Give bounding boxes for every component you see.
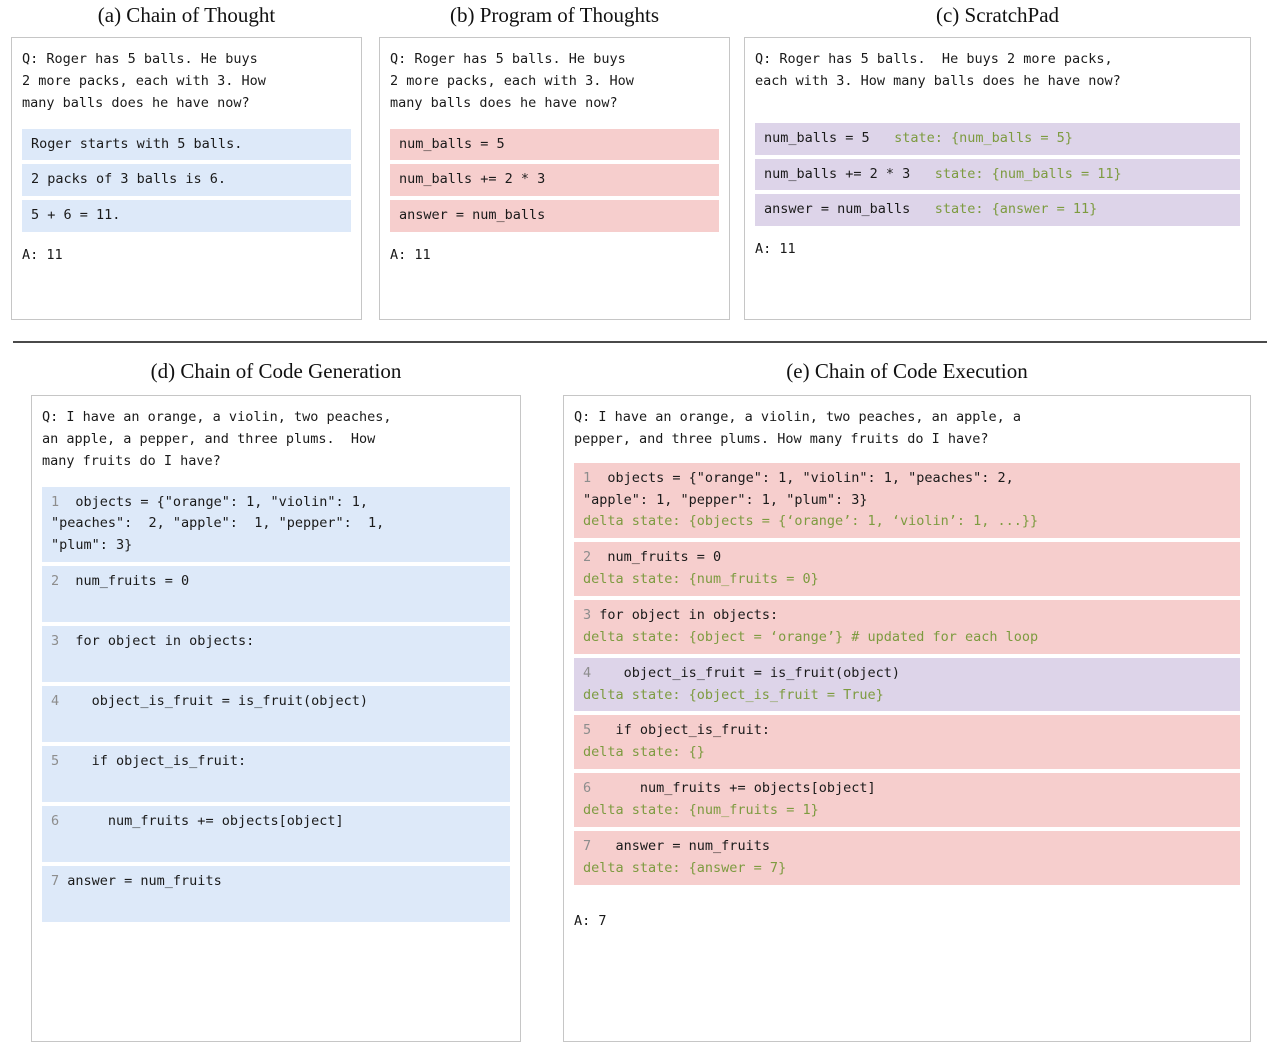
panel-a-answer: A: 11 [22, 247, 63, 264]
panel-b-answer: A: 11 [390, 247, 431, 264]
panel-e-code: 1 objects = {"orange": 1, "violin": 1, "… [574, 462, 1240, 885]
panel-c-title: (c) ScratchPad [935, 3, 1060, 27]
state-text: delta state: {objects = {‘orange’: 1, ‘v… [583, 513, 1039, 530]
state-text: delta state: {} [583, 744, 705, 761]
state-text: state: {answer = 11} [934, 201, 1098, 218]
panel-c-answer: A: 11 [755, 241, 796, 258]
code-text: objects = {"orange": 1, "violin": 1, "pe… [51, 493, 385, 554]
code-text: if object_is_fruit: [59, 753, 247, 770]
panel-c-question: Q: Roger has 5 balls. He buys 2 more pac… [755, 51, 1121, 89]
code-text: num_fruits += objects[object] [59, 813, 344, 830]
panel-c-steps: num_balls = 5 state: {num_balls = 5} num… [755, 122, 1240, 227]
panel-d-title: (d) Chain of Code Generation [150, 359, 402, 383]
line-number: 7 [583, 837, 592, 854]
code-text: answer = num_balls [764, 201, 911, 218]
line-number: 4 [51, 693, 60, 710]
line-number: 5 [583, 722, 592, 739]
state-text: delta state: {answer = 7} [583, 859, 787, 876]
code-line: 2 num_fruits = 0 [42, 566, 510, 623]
code-text: if object_is_fruit: [591, 722, 770, 739]
panel-d-code: 1 objects = {"orange": 1, "violin": 1, "… [42, 486, 510, 923]
panel-chain-of-code-execution: Q: I have an orange, a violin, two peach… [563, 395, 1251, 1042]
code-step: num_balls += 2 * 3 [390, 164, 719, 197]
line-number: 2 [583, 549, 592, 566]
code-line: 1 objects = {"orange": 1, "violin": 1, "… [574, 462, 1240, 539]
panel-e-answer: A: 7 [574, 912, 607, 929]
reasoning-step: Roger starts with 5 balls. [22, 128, 351, 161]
code-text: object_is_fruit = is_fruit(object) [591, 664, 900, 681]
state-text: delta state: {object = ‘orange’} # updat… [583, 628, 1039, 645]
reasoning-step: 5 + 6 = 11. [22, 200, 351, 233]
panel-chain-of-code-generation: Q: I have an orange, a violin, two peach… [31, 395, 521, 1042]
line-number: 7 [51, 873, 60, 890]
panel-b-steps: num_balls = 5 num_balls += 2 * 3 answer … [390, 128, 719, 233]
code-text: num_balls += 2 * 3 [764, 165, 911, 182]
state-text: delta state: {object_is_fruit = True} [583, 686, 884, 703]
panel-a-question: Q: Roger has 5 balls. He buys 2 more pac… [22, 51, 266, 111]
code-step: num_balls = 5 [390, 128, 719, 161]
scratchpad-step: answer = num_balls state: {answer = 11} [755, 194, 1240, 227]
code-line: 1 objects = {"orange": 1, "violin": 1, "… [42, 486, 510, 563]
code-text: num_fruits += objects[object] [591, 780, 876, 797]
code-line: 2 num_fruits = 0 delta state: {num_fruits… [574, 542, 1240, 597]
panel-d-question: Q: I have an orange, a violin, two peach… [42, 409, 392, 469]
code-line: 4 object_is_fruit = is_fruit(object) [42, 686, 510, 743]
code-line: 3 for object in objects: delta state: {ob… [574, 600, 1240, 654]
panel-e-question: Q: I have an orange, a violin, two peach… [574, 409, 1022, 447]
line-number: 3 [51, 633, 60, 650]
code-text: object_is_fruit = is_fruit(object) [59, 693, 368, 710]
line-number: 2 [51, 573, 60, 590]
panel-program-of-thoughts: Q: Roger has 5 balls. He buys 2 more pac… [379, 37, 730, 320]
code-line: 6 num_fruits += objects[object] delta sta… [574, 773, 1240, 827]
panel-b-question: Q: Roger has 5 balls. He buys 2 more pac… [390, 51, 634, 111]
panel-a-steps: Roger starts with 5 balls. 2 packs of 3 … [22, 128, 351, 233]
line-number: 1 [51, 493, 60, 510]
code-step: answer = num_balls [390, 200, 719, 233]
code-text: num_fruits = 0 [591, 549, 722, 566]
scratchpad-step: num_balls += 2 * 3 state: {num_balls = 1… [755, 158, 1240, 191]
code-line: 7 answer = num_fruits [42, 866, 510, 923]
code-line: 6 num_fruits += objects[object] [42, 806, 510, 863]
code-text: objects = {"orange": 1, "violin": 1, "pe… [583, 469, 1014, 508]
state-text: delta state: {num_fruits = 0} [583, 571, 819, 588]
code-line: 5 if object_is_fruit: [42, 746, 510, 803]
code-text: answer = num_fruits [59, 873, 222, 890]
scratchpad-step: num_balls = 5 state: {num_balls = 5} [755, 122, 1240, 155]
state-text: delta state: {num_fruits = 1} [583, 802, 819, 819]
line-number: 5 [51, 753, 60, 770]
state-text: state: {num_balls = 11} [934, 165, 1122, 182]
code-line: 3 for object in objects: [42, 626, 510, 683]
panel-b-title: (b) Program of Thoughts [449, 3, 659, 27]
panel-a-title: (a) Chain of Thought [97, 3, 276, 27]
line-number: 4 [583, 664, 592, 681]
state-text: state: {num_balls = 5} [894, 129, 1073, 146]
line-number: 6 [583, 780, 592, 797]
panel-chain-of-thought: Q: Roger has 5 balls. He buys 2 more pac… [11, 37, 362, 320]
code-text: for object in objects: [591, 607, 779, 624]
section-divider [13, 341, 1267, 343]
code-text: num_balls = 5 [764, 129, 870, 146]
line-number: 6 [51, 813, 60, 830]
code-line: 4 object_is_fruit = is_fruit(object)delt… [574, 657, 1240, 712]
code-text: for object in objects: [59, 633, 255, 650]
panel-scratchpad: Q: Roger has 5 balls. He buys 2 more pac… [744, 37, 1251, 320]
line-number: 3 [583, 607, 592, 624]
code-text: answer = num_fruits [591, 837, 770, 854]
code-text: num_fruits = 0 [59, 573, 190, 590]
code-line: 5 if object_is_fruit:delta state: {} [574, 715, 1240, 770]
line-number: 1 [583, 469, 592, 486]
reasoning-step: 2 packs of 3 balls is 6. [22, 164, 351, 197]
panel-e-title: (e) Chain of Code Execution [786, 359, 1028, 383]
